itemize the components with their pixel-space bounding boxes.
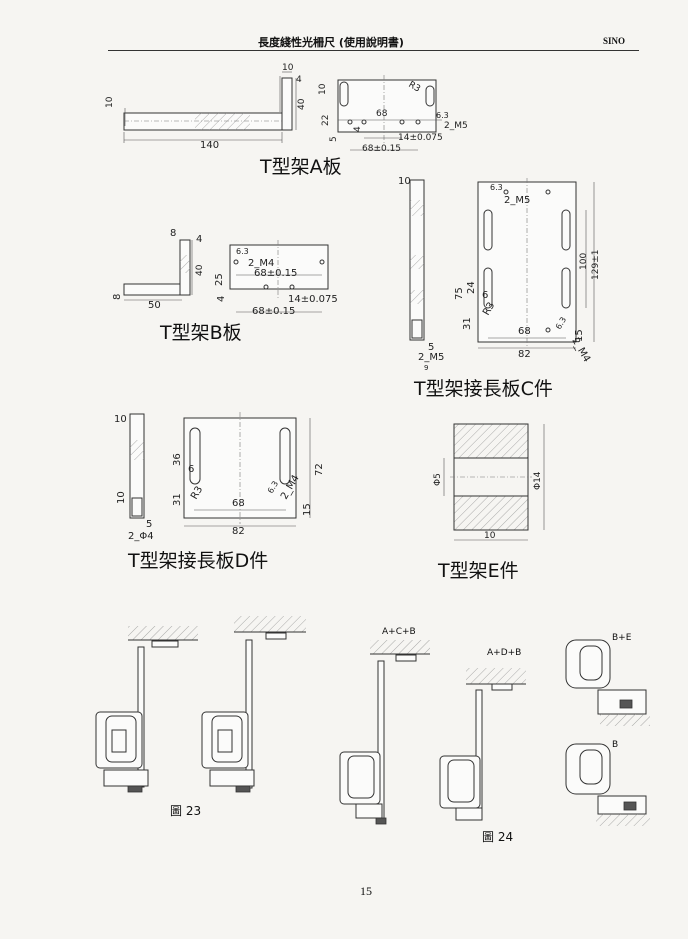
part-d-front-view: 36 6 31 R3 68 82 6.3 2_M4 15 72	[172, 412, 325, 537]
dim-a-22: 22	[321, 115, 331, 126]
caption-part-d: T型架接長板D件	[128, 550, 269, 572]
dim-b-40: 40	[195, 264, 205, 276]
dim-e-10: 10	[484, 531, 496, 541]
dim-c-129-tol: 129±1	[591, 250, 601, 280]
dim-c-100: 100	[579, 253, 589, 270]
dim-c-82: 82	[518, 349, 531, 360]
dim-d-82: 82	[232, 526, 245, 537]
dim-b-4b: 4	[216, 296, 227, 302]
dim-a-68: 68	[376, 109, 388, 119]
dim-a-10-vertical: 10	[105, 96, 115, 108]
caption-part-b: T型架B板	[160, 322, 242, 344]
dim-c-m5: 2_M5	[504, 195, 530, 206]
caption-part-e: T型架E件	[438, 560, 519, 582]
dim-b-68-tol: 68±0.15	[254, 268, 297, 279]
label-b: B	[612, 740, 619, 750]
dim-a-4: 4	[296, 75, 302, 85]
dim-b-8-vertical: 8	[112, 294, 123, 300]
part-a-front-view: 10 R3 68 22 5 4 6.3 2_M5 14±0.075 68±0.1…	[318, 75, 468, 154]
dim-a-140: 140	[200, 140, 219, 151]
dim-b-50: 50	[148, 300, 161, 311]
dim-a-40: 40	[297, 98, 307, 110]
dim-c-6-3: 6.3	[490, 183, 503, 192]
dim-b-4: 4	[196, 234, 202, 245]
dim-c-24: 24	[466, 281, 477, 294]
part-a-side-view: 10 140 10 4 40	[105, 63, 307, 151]
dim-c-5: 5	[428, 342, 434, 353]
dim-a-10-top: 10	[282, 63, 294, 73]
part-e-drawing: Φ5 Φ14 10	[433, 423, 545, 541]
dim-d-5: 5	[146, 519, 152, 530]
part-d-side-view: 10 10 5 2_Φ4	[114, 413, 154, 542]
dim-c-9: 9	[424, 364, 428, 372]
dim-d-15: 15	[302, 503, 313, 516]
dim-a-m5: 2_M5	[444, 121, 468, 131]
dim-a-5: 5	[329, 136, 339, 142]
figure-24-assemblies	[339, 639, 650, 826]
figure-24-label: 圖 24	[482, 830, 514, 844]
dim-c-6: 6	[482, 290, 488, 301]
dim-e-phi5: Φ5	[433, 473, 443, 486]
page-number: 15	[360, 884, 372, 898]
caption-part-a: T型架A板	[260, 156, 342, 178]
label-a-d-b: A+D+B	[487, 648, 522, 658]
dim-e-phi14: Φ14	[533, 471, 543, 490]
dim-a-68-tol: 68±0.15	[362, 144, 401, 154]
dim-d-68: 68	[232, 498, 245, 509]
figure-23-label: 圖 23	[170, 804, 202, 818]
dim-b-m4: 2_M4	[248, 258, 274, 269]
dim-c-10: 10	[398, 176, 411, 187]
dim-a-14-tol: 14±0.075	[398, 133, 443, 143]
dim-d-10: 10	[114, 414, 127, 425]
dim-d-10-vertical: 10	[116, 491, 127, 504]
header-rule	[108, 50, 639, 51]
dim-a-6-3: 6.3	[436, 111, 449, 120]
dim-b-25: 25	[214, 273, 225, 286]
caption-part-c: T型架接長板C件	[414, 378, 553, 400]
dim-d-phi4: 2_Φ4	[128, 531, 154, 542]
dim-c-68: 68	[518, 326, 531, 337]
part-b-side-view: 8 4 40 8 50	[112, 228, 205, 311]
label-b-e: B+E	[612, 633, 632, 643]
dim-a-4b: 4	[353, 126, 363, 132]
dim-c-m4: 2_M4	[569, 336, 592, 364]
dim-b-14-tol: 14±0.075	[288, 294, 338, 305]
dim-d-31: 31	[172, 493, 183, 506]
page-header-brand: SINO	[603, 36, 626, 46]
dim-a-10-right: 10	[318, 83, 328, 95]
label-a-c-b: A+C+B	[382, 627, 416, 637]
page-header-title: 長度綫性光柵尺 (使用說明書)	[258, 36, 404, 49]
part-c-front-view: 6.3 2_M5 75 24 6 31 R3 68 82 100 129±1 1…	[454, 178, 601, 364]
dim-c-m5: 2_M5	[418, 352, 444, 363]
part-c-side-view: 10 5 2_M5 9	[398, 176, 444, 372]
dim-c-31: 31	[462, 317, 473, 330]
dim-d-36: 36	[172, 453, 183, 466]
part-b-front-view: 6.3 2_M4 68±0.15 25 4 14±0.075 68±0.15	[214, 240, 338, 317]
dim-c-15: 15	[574, 329, 585, 342]
dim-b-68b-tol: 68±0.15	[252, 306, 295, 317]
dim-b-8: 8	[170, 228, 176, 239]
dim-d-72: 72	[314, 463, 325, 476]
dim-c-75: 75	[454, 287, 465, 300]
figure-23-assemblies	[95, 616, 306, 793]
dim-d-6: 6	[188, 464, 194, 475]
dim-b-6-3: 6.3	[236, 247, 249, 256]
